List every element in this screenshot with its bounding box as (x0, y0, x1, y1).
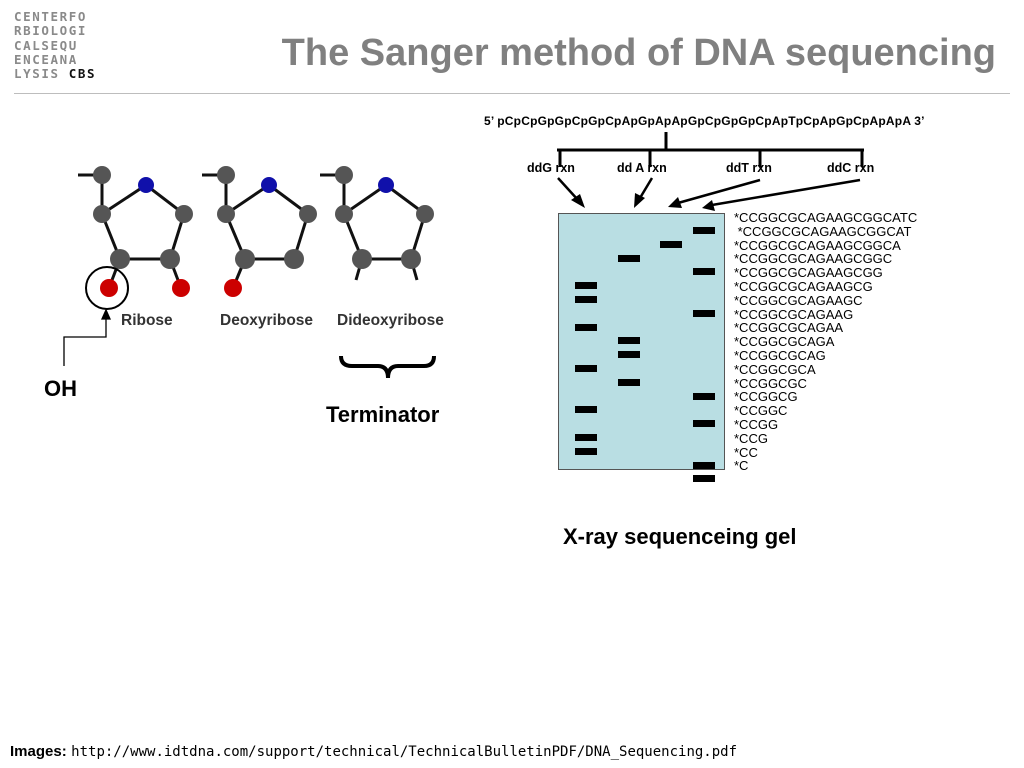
fragment-item: *CCG (734, 430, 768, 446)
lane-arrows (557, 177, 861, 211)
fragment-item: *CCGGCGCAGAAGCGG (734, 265, 883, 281)
gel-band (575, 447, 597, 455)
fragment-item: *CCGGCGCAGAA (734, 320, 844, 336)
sugar-deoxyribose-atoms (217, 166, 317, 297)
logo-line: LYSIS CBS (14, 67, 96, 81)
rxn-label-dda: dd A rxn (617, 161, 667, 175)
fragment-item: *CCGGCGCAG (734, 347, 826, 363)
logo-line: RBIOLOGI (14, 23, 88, 39)
reaction-bracket (557, 132, 864, 167)
gel-band (618, 254, 640, 262)
rxn-label-ddg: ddG rxn (527, 161, 575, 175)
logo-line: CALSEQU (14, 37, 78, 53)
logo-cbs: CBS (68, 66, 97, 82)
template-sequence: 5’ pCpCpGpGpCpGpCpApGpApApGpCpGpGpCpApTp… (484, 114, 925, 128)
fragment-item: *CC (734, 444, 758, 460)
title-divider (14, 93, 1010, 94)
fragment-item: *CCGGCGCAGAAGCGGCATC (734, 210, 918, 225)
rxn-label-ddt: ddT rxn (726, 161, 772, 175)
gel-band (575, 296, 597, 303)
fragment-item: *CCGGCGCAGA (734, 334, 835, 350)
gel-band (693, 268, 715, 276)
dideoxyribose-label: Dideoxyribose (337, 312, 444, 329)
fragment-item: *CCGGCGCAGAAGCGGC (734, 251, 893, 267)
terminator-brace (339, 355, 436, 379)
fragment-item: *CCGG (734, 416, 779, 432)
gel-band (575, 365, 597, 372)
gel-band (693, 227, 715, 234)
fragment-item: *C (734, 458, 749, 474)
gel-band (693, 420, 715, 428)
fragment-item: *CCGGCGCA (734, 361, 816, 377)
gel-band (693, 392, 715, 400)
terminator-label: Terminator (326, 402, 440, 427)
logo-text: LYSIS (14, 66, 69, 82)
sugar-ribose-atoms (85, 166, 193, 310)
cbs-logo: CENTERFO RBIOLOGI CALSEQU ENCEANA LYSIS … (14, 9, 96, 81)
fragment-item: *CCGGCGCAGAAG (734, 306, 854, 322)
rxn-label-ddc: ddC rxn (827, 161, 875, 175)
gel-band (575, 282, 597, 290)
fragment-item: *CCGGCGCAGAAGCG (734, 278, 873, 294)
sugar-deoxyribose (202, 173, 310, 289)
sequencing-gel (558, 213, 725, 483)
fragment-item: *CCGGCG (734, 389, 798, 405)
gel-band (575, 434, 597, 441)
gel-band (575, 406, 597, 414)
deoxyribose-label: Deoxyribose (220, 312, 314, 329)
gel-caption: X-ray sequenceing gel (563, 524, 797, 549)
logo-line: CENTERFO (14, 9, 88, 24)
fragment-list: *CCGGCGCAGAAGCGGCATC *CCGGCGCAGAAGCGGCAT… (734, 211, 917, 473)
oh-pointer-arrow (63, 308, 112, 366)
gel-band (693, 461, 715, 469)
fragment-item: *CCGGCGCAGAAGC (734, 292, 863, 308)
gel-band (618, 351, 640, 359)
credit-label: Images: (10, 743, 67, 760)
gel-band (618, 337, 640, 345)
gel-band (693, 475, 715, 483)
oh-label: OH (44, 376, 77, 401)
fragment-item: *CCGGCGCAGAAGCGGCAT (734, 223, 912, 239)
logo-line: ENCEANA (14, 51, 78, 67)
fragment-item: *CCGGC (734, 403, 788, 419)
sugar-dideoxyribose-atoms (335, 166, 434, 269)
gel-band (618, 378, 640, 386)
gel-band (693, 309, 715, 317)
slide-title: The Sanger method of DNA sequencing (281, 32, 996, 74)
image-credit: Images: http://www.idtdna.com/support/te… (10, 743, 737, 761)
fragment-item: *CCGGCGC (734, 375, 807, 391)
fragment-item: *CCGGCGCAGAAGCGGCA (734, 237, 901, 253)
gel-band (660, 240, 682, 248)
gel-band (575, 323, 597, 331)
ribose-label: Ribose (121, 312, 173, 329)
credit-url-link[interactable]: http://www.idtdna.com/support/technical/… (71, 744, 738, 760)
